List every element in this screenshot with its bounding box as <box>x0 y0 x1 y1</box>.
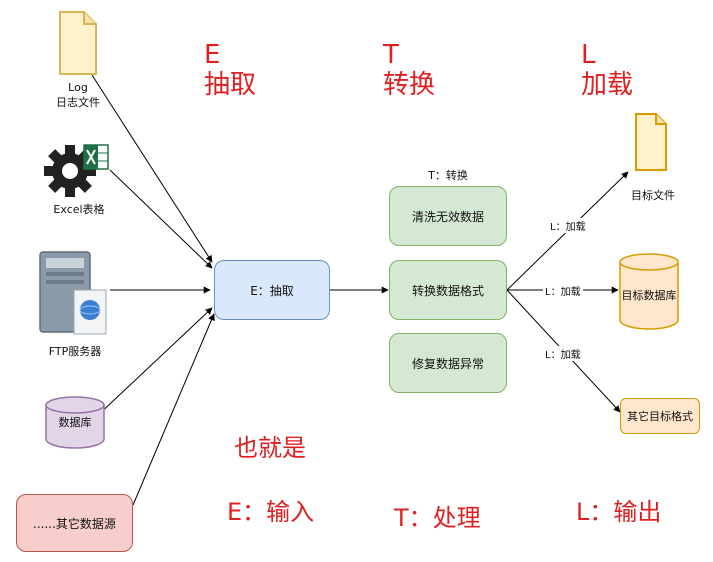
heading-extract-letter: E <box>204 40 221 70</box>
summary-title: 也就是 <box>234 434 306 462</box>
summary-l: L：输出 <box>576 498 662 526</box>
target-other-box: 其它目标格式 <box>620 398 700 434</box>
edge-log-to-extract <box>91 74 213 263</box>
source-db-label: 数据库 <box>58 416 92 429</box>
load-edge-label-file: L：加载 <box>548 218 588 233</box>
log-label-line2: 日志文件 <box>56 96 100 109</box>
summary-t: T：处理 <box>394 504 481 532</box>
heading-load-letter: L <box>581 40 596 70</box>
heading-transform-name: 转换 <box>383 70 436 100</box>
transform-group-title: T：转换 <box>428 169 468 182</box>
log-file-icon <box>59 11 97 75</box>
transform-step-repair: 修复数据异常 <box>389 333 507 393</box>
other-sources-box: ......其它数据源 <box>16 494 133 552</box>
target-file-label: 目标文件 <box>631 189 675 202</box>
load-edge-label-other: L：加载 <box>543 346 583 361</box>
edge-excel-to-extract <box>109 169 213 269</box>
target-db-label: 目标数据库 <box>621 289 677 302</box>
heading-load-name: 加载 <box>581 70 634 100</box>
source-db-cylinder <box>45 396 105 449</box>
log-label: Log 日志文件 <box>40 81 116 110</box>
log-label-line1: Log <box>68 81 88 94</box>
summary-e: E：输入 <box>227 498 315 526</box>
load-edge-label-db: L：加载 <box>543 283 583 298</box>
edge-other-to-extract <box>132 313 215 506</box>
excel-gear-icon <box>44 144 109 197</box>
excel-label: Excel表格 <box>53 203 105 216</box>
heading-transform: T 转换 <box>383 40 435 100</box>
extract-box: E：抽取 <box>214 260 330 320</box>
target-db-cylinder <box>619 253 679 330</box>
ftp-server-icon <box>39 251 107 335</box>
transform-step-clean: 清洗无效数据 <box>389 186 507 246</box>
heading-extract: E 抽取 <box>204 40 256 100</box>
transform-step-convert: 转换数据格式 <box>389 260 507 320</box>
edge-db-to-extract <box>94 307 213 419</box>
heading-load: L 加载 <box>581 40 633 100</box>
ftp-label: FTP服务器 <box>48 345 102 358</box>
target-file-icon <box>635 113 667 171</box>
heading-extract-name: 抽取 <box>204 70 257 100</box>
heading-transform-letter: T <box>383 40 399 70</box>
